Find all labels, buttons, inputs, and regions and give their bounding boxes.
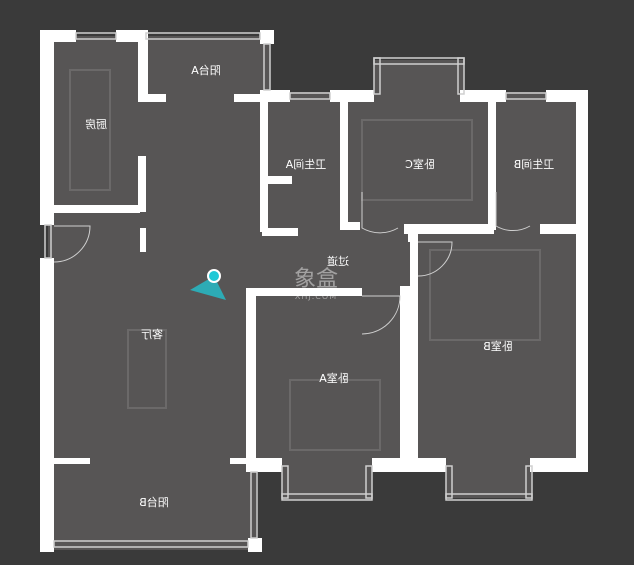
label-kitchen: 厨房 [85, 118, 107, 131]
location-dot-icon[interactable] [207, 269, 221, 283]
label-corridor: 过道 [327, 254, 349, 268]
windows [44, 32, 547, 548]
watermark-logo: 象盒 [294, 267, 338, 292]
walls [40, 30, 588, 552]
furniture-hints [69, 69, 541, 451]
watermark-domain: XHJ.COM [295, 292, 337, 301]
floor-area [48, 36, 588, 550]
label-bath-a: 卫生间A [285, 157, 326, 171]
viewpoint-marker[interactable] [190, 269, 226, 300]
label-bath-b: 卫生间B [514, 157, 555, 171]
label-balcony-b: 阳台B [139, 495, 169, 509]
label-bedroom-c: 卧室C [405, 157, 435, 171]
label-bedroom-b: 卧室B [483, 339, 513, 353]
label-bedroom-a: 卧室A [319, 371, 349, 385]
label-balcony-a: 阳台A [191, 63, 221, 77]
label-living: 客厅 [141, 327, 163, 341]
doors [53, 192, 531, 335]
room-labels: 阳台A 厨房 卫生间A 卧室C 卫生间B 过道 客厅 卧室A 卧室B 阳台B [85, 63, 554, 509]
watermark: 象盒 XHJ.COM [294, 267, 338, 301]
